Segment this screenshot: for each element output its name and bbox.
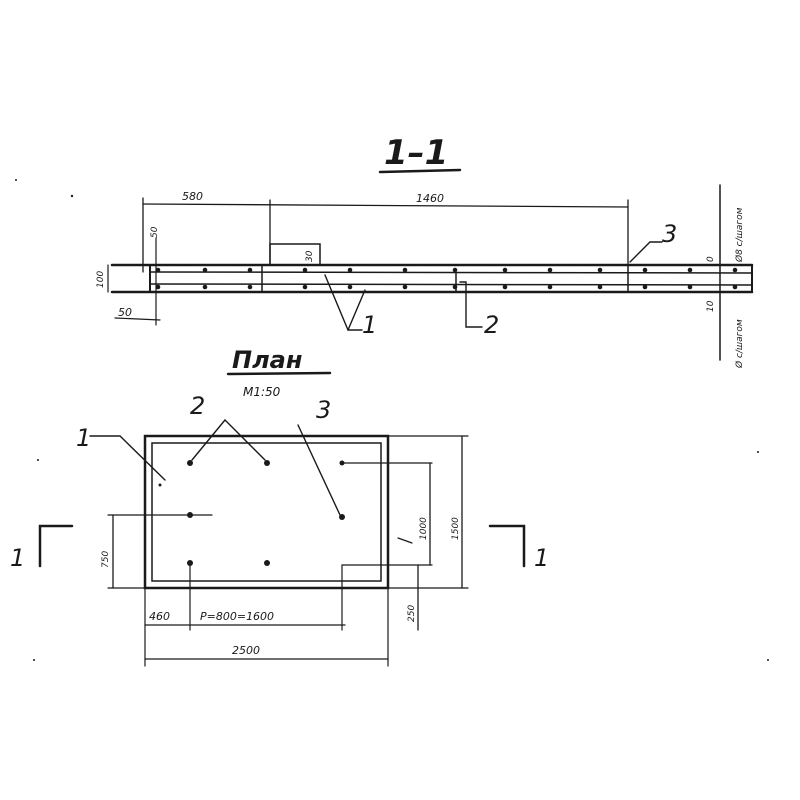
- section-slab: [110, 263, 754, 294]
- dim-50-bottom: 50: [118, 306, 132, 319]
- section-mark-3: 3: [662, 220, 677, 248]
- plan-cut-mark-left: 1: [10, 524, 74, 572]
- cut-mark-right-label: 1: [534, 544, 549, 572]
- plan-leaders: 1 2 3: [76, 392, 341, 516]
- dim-1000: 1000: [419, 517, 429, 540]
- plan-title-underline: [226, 371, 332, 376]
- section-riser: 30: [269, 243, 321, 266]
- dim-580: 580: [182, 190, 203, 203]
- plan-anchor-points: [158, 460, 345, 566]
- plan-cut-mark-right: 1: [488, 524, 549, 572]
- dim-1460: 1460: [416, 192, 444, 205]
- plan-bottom-dimensions: 460 P=800=1600 2500: [144, 610, 389, 660]
- rebar-dots-top: [155, 267, 738, 273]
- section-leaders: 1 2 3: [324, 220, 677, 339]
- note-bottom-rebar: Ø с/шагом: [734, 319, 745, 369]
- dim-2500: 2500: [232, 644, 260, 657]
- section-title-underline: [378, 168, 462, 174]
- plan-outer-outline: [143, 434, 390, 590]
- section-mark-2: 2: [484, 311, 499, 339]
- section-top-dimension: 580 1460: [142, 190, 629, 273]
- dim-250: 250: [407, 605, 417, 622]
- note-top-rebar: Ø8 с/шагом: [734, 207, 745, 263]
- dim-460: 460: [149, 610, 170, 623]
- plan-scale: М1:50: [243, 385, 281, 399]
- dim-750: 750: [101, 551, 111, 568]
- dim-10: 10: [706, 300, 716, 312]
- dim-30: 30: [305, 250, 315, 262]
- section-title: 1–1: [384, 133, 448, 173]
- cut-mark-left-label: 1: [10, 544, 25, 572]
- dim-100: 100: [96, 271, 106, 288]
- plan-view: План М1:50 460: [10, 346, 549, 667]
- plan-inner-outline: [151, 442, 382, 582]
- plan-mark-2: 2: [190, 392, 205, 420]
- plan-left-dimension: 750: [101, 514, 114, 589]
- dim-50-top: 50: [150, 226, 160, 238]
- plan-title: План: [232, 346, 302, 374]
- plan-mark-1: 1: [76, 424, 91, 452]
- dim-1500: 1500: [451, 517, 461, 540]
- section-right-notes: 0 10 Ø8 с/шагом Ø с/шагом: [706, 184, 745, 369]
- section-view: 1–1: [96, 133, 754, 369]
- dim-0: 0: [706, 256, 716, 262]
- scan-specks: [15, 179, 769, 661]
- plan-mark-3: 3: [316, 396, 331, 424]
- plan-extension-lines: [107, 435, 469, 667]
- dim-step: P=800=1600: [200, 610, 274, 623]
- plan-right-dimensions: 1000 1500 250: [397, 435, 463, 631]
- rebar-dots-bottom: [155, 284, 738, 290]
- section-left-dimensions: 100 50 50: [96, 226, 161, 326]
- section-mark-1: 1: [362, 311, 377, 339]
